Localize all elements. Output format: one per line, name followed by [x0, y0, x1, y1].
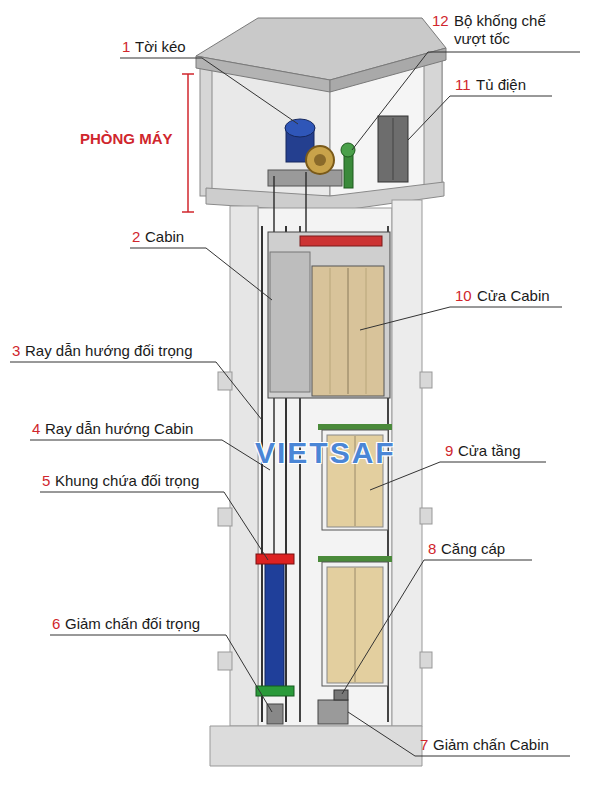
- leader-line: [130, 248, 272, 300]
- cabin-side: [270, 252, 310, 392]
- callout-number: 12: [432, 12, 449, 30]
- cabin-buffer: [318, 700, 348, 724]
- slab-ledge: [218, 372, 232, 390]
- counterweight-rail: [261, 226, 263, 722]
- part-label: Tủ điện: [476, 76, 526, 94]
- control-cabinet: [378, 116, 408, 182]
- callout-number: 3: [12, 342, 20, 360]
- landing-frame: [322, 562, 388, 686]
- counterweight: [265, 562, 284, 692]
- room-pillar: [200, 62, 212, 196]
- rope: [305, 172, 307, 236]
- rope-tensioner: [334, 690, 348, 700]
- sheave: [314, 154, 326, 166]
- callout-number: 1: [122, 38, 130, 56]
- callout-number: 11: [455, 76, 471, 94]
- door-panel: [330, 268, 331, 394]
- landing-door: [327, 567, 383, 683]
- callout-number: 9: [445, 442, 453, 460]
- slab-ledge: [218, 508, 232, 526]
- shaft-wall: [392, 200, 422, 726]
- governor: [341, 143, 355, 157]
- door-panel: [366, 268, 367, 394]
- part-label: Cửa Cabin: [477, 287, 550, 305]
- callout-number: 8: [428, 540, 436, 558]
- part-label: Giảm chấn Cabin: [433, 736, 549, 754]
- leader-line: [370, 462, 546, 490]
- landing-header: [318, 556, 392, 562]
- motor: [285, 119, 315, 137]
- cabin: [268, 232, 390, 398]
- callout-number: 7: [420, 736, 428, 754]
- part-label: Tời kéo: [135, 38, 186, 56]
- callout-number: 6: [52, 615, 60, 633]
- callout-number: 2: [132, 228, 140, 246]
- cabin-crosshead: [300, 236, 382, 246]
- roof-edge: [196, 56, 330, 92]
- cabinet-door: [393, 118, 394, 180]
- sheave: [306, 146, 334, 174]
- leader-line: [348, 712, 570, 756]
- part-label: Ray dẫn hướng đối trọng: [25, 342, 192, 360]
- landing-header: [318, 424, 392, 430]
- leader-line: [50, 635, 272, 712]
- slab-ledge: [218, 652, 232, 670]
- room-bracket: [182, 211, 194, 213]
- part-label: Cabin: [145, 228, 184, 246]
- leader-line: [30, 440, 270, 470]
- part-label: Giảm chấn đối trọng: [65, 615, 200, 633]
- callout-number: 10: [455, 287, 472, 305]
- part-label: Bộ khống chế vượt tốc: [454, 12, 572, 48]
- leader-line: [408, 96, 552, 140]
- cabin-door: [312, 266, 384, 396]
- part-label: Căng cáp: [441, 540, 505, 558]
- slab-ledge: [420, 508, 432, 524]
- watermark: VIETSAF: [255, 436, 396, 470]
- part-label: Cửa tầng: [458, 442, 521, 460]
- slab-ledge: [420, 372, 432, 388]
- leader-line: [342, 560, 532, 694]
- leader-line: [10, 362, 262, 420]
- machine-base: [268, 170, 342, 186]
- callout-number: 4: [32, 420, 40, 438]
- room-bracket: [187, 74, 189, 212]
- roof-edge: [330, 48, 446, 92]
- room-bracket: [182, 73, 194, 75]
- callout-number: 5: [42, 472, 50, 490]
- leader-line: [360, 307, 562, 330]
- leader-line: [120, 58, 298, 124]
- part-label: Ray dẫn hướng Cabin: [45, 420, 193, 438]
- leader-line: [352, 52, 580, 150]
- part-label: Khung chứa đối trọng: [55, 472, 199, 490]
- door-seam: [348, 268, 349, 394]
- room-pillar: [424, 56, 442, 192]
- room-label: PHÒNG MÁY: [80, 130, 173, 148]
- slab-ledge: [420, 652, 432, 668]
- pit-slab: [210, 726, 422, 766]
- leader-line: [40, 492, 268, 560]
- counterweight-top: [256, 554, 294, 564]
- door-seam: [355, 568, 356, 682]
